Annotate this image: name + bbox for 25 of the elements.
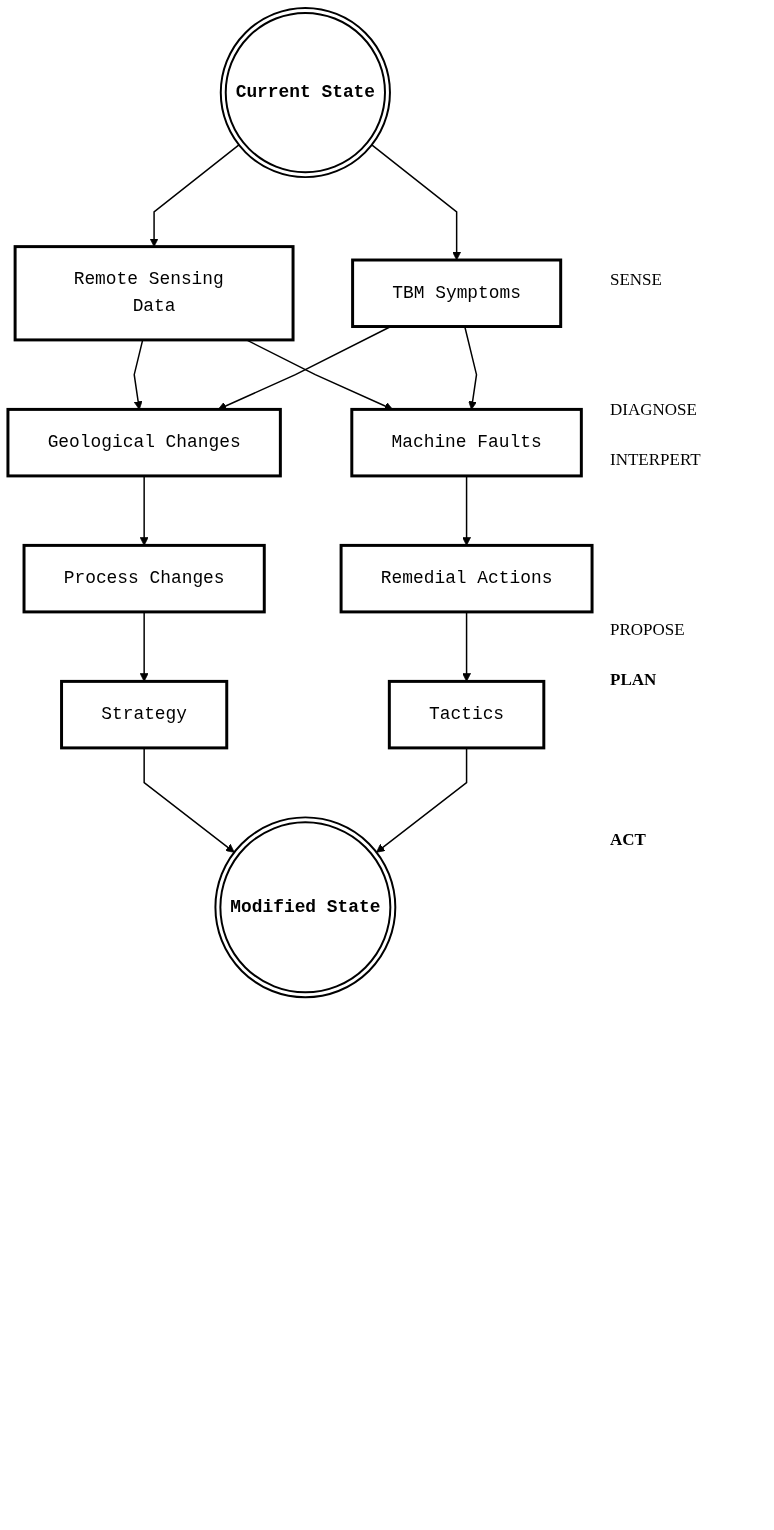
- arrow: [143, 747, 235, 853]
- node-box: Geological Changes: [6, 407, 282, 478]
- node-box: Remedial Actions: [339, 543, 594, 614]
- arrow: [371, 144, 461, 261]
- stage-label: SENSE: [610, 270, 662, 290]
- node-box: Strategy: [60, 679, 229, 750]
- stage-label: ACT: [610, 830, 646, 850]
- arrow: [149, 144, 240, 247]
- node-box: TBM Symptoms: [351, 258, 563, 328]
- node-box: Remote Sensing Data: [13, 245, 295, 342]
- node-box: Machine Faults: [350, 407, 583, 478]
- arrow: [139, 611, 149, 682]
- stage-label: DIAGNOSE: [610, 400, 697, 420]
- arrow: [133, 339, 144, 410]
- arrow: [462, 475, 471, 546]
- stage-label: PLAN: [610, 670, 657, 690]
- node-box: Process Changes: [22, 543, 266, 614]
- arrow: [376, 747, 468, 853]
- stage-label: PROPOSE: [610, 620, 685, 640]
- arrow: [139, 475, 149, 546]
- arrow: [462, 611, 471, 682]
- stage-label: INTERPERT: [610, 450, 701, 470]
- node-box: Tactics: [387, 679, 546, 750]
- node-circle: Current State: [219, 6, 391, 179]
- node-circle: Modified State: [214, 816, 397, 999]
